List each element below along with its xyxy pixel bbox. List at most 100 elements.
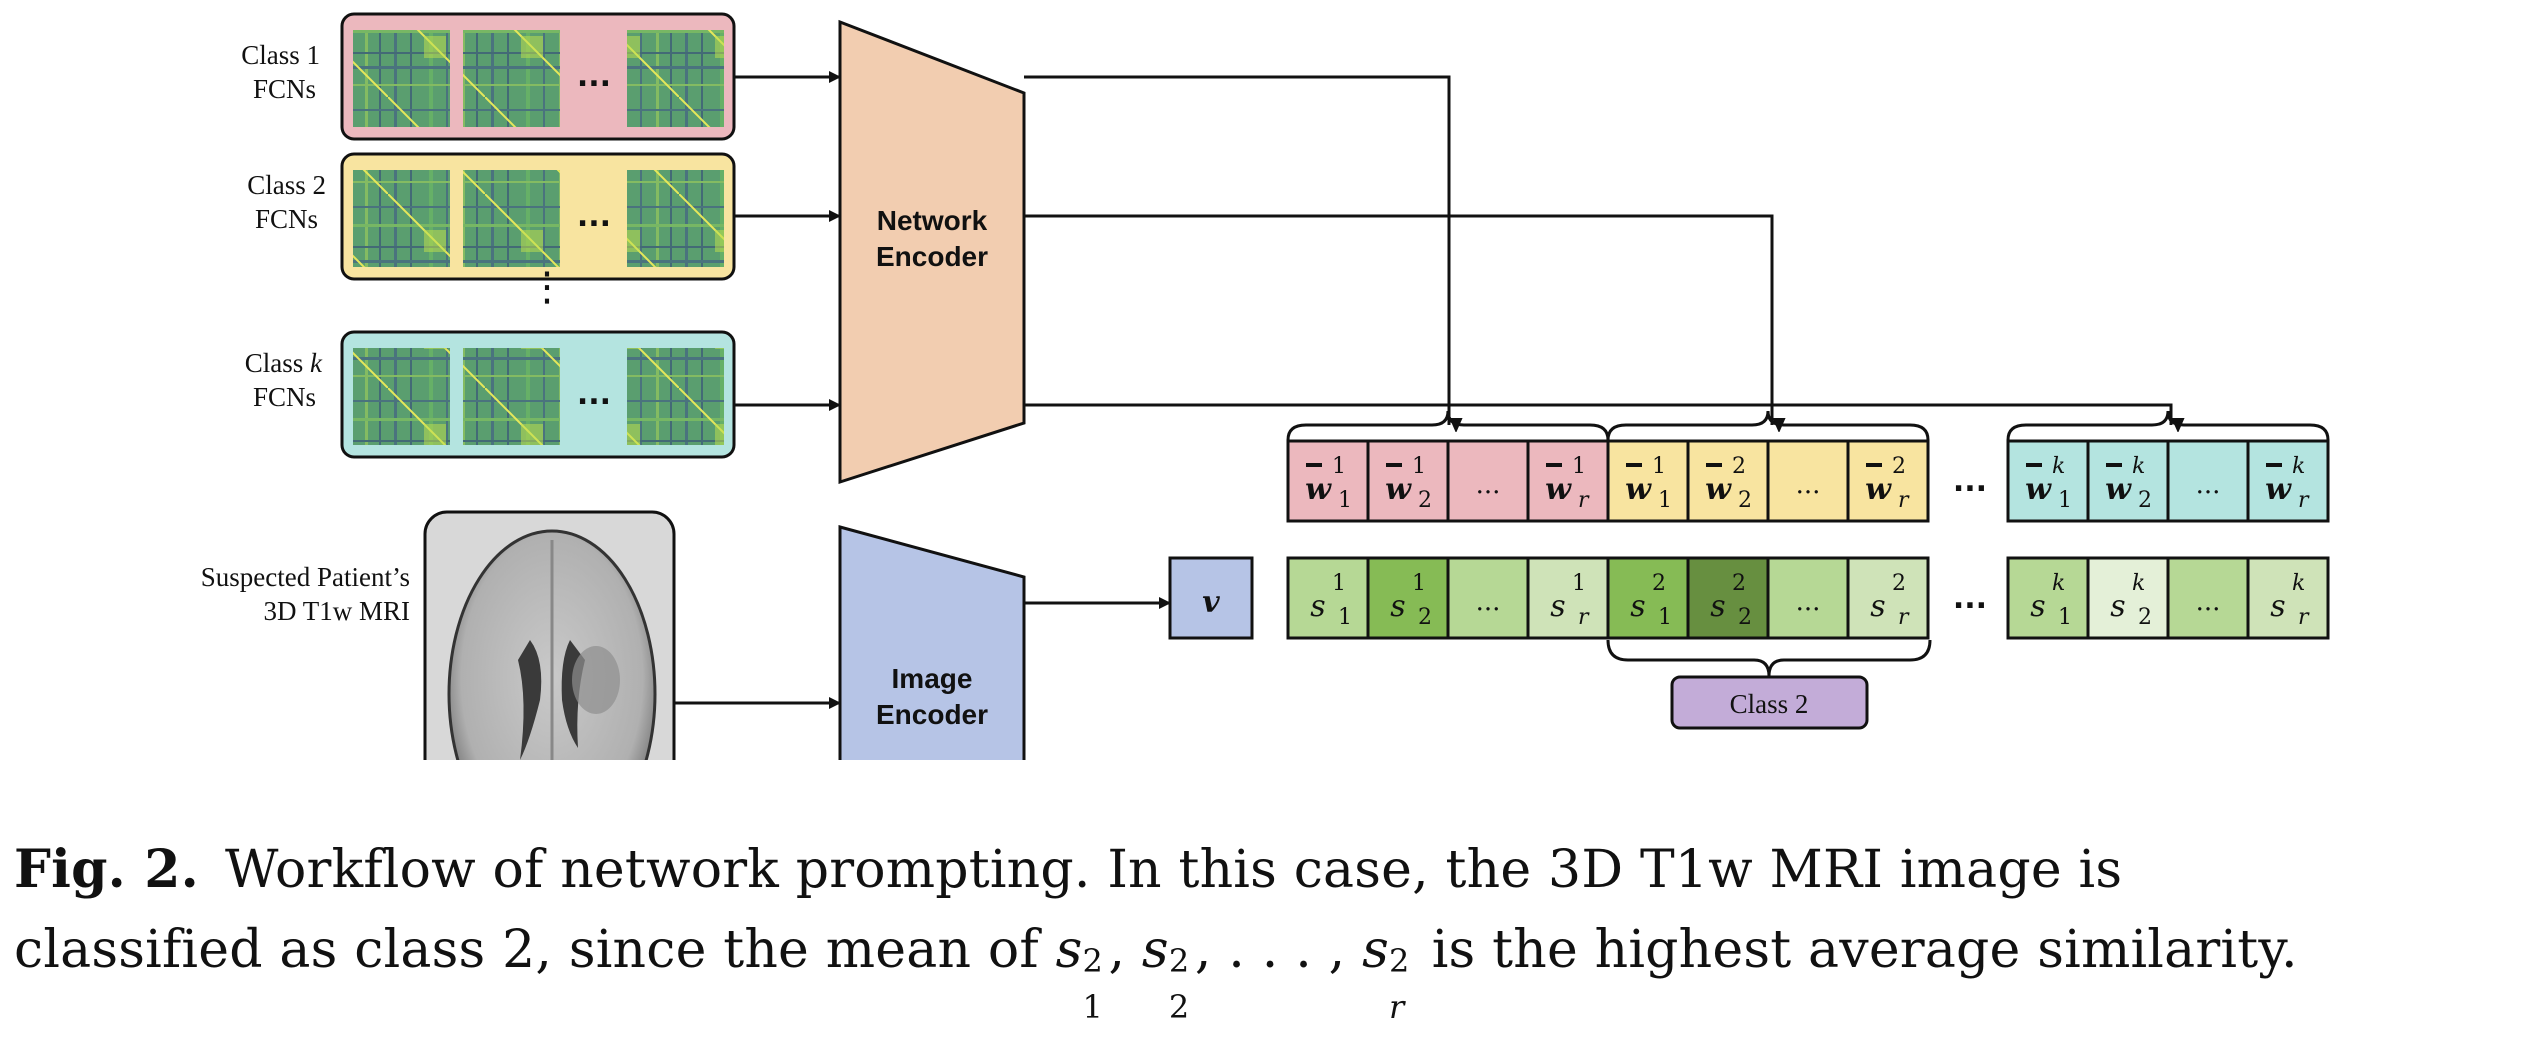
fcn-ellipsis: ...	[577, 59, 611, 94]
mri-image	[423, 510, 676, 760]
superscript: 2	[1732, 454, 1746, 479]
fcn-matrix-thumbnail	[353, 348, 450, 445]
weight-cell: ...	[2166, 439, 2250, 523]
fcn-group-label-k: Class k FCNs	[245, 348, 323, 412]
caption-math-sup: 2	[1082, 942, 1104, 980]
subscript: 1	[1658, 605, 1672, 630]
v-symbol: v	[1202, 585, 1220, 620]
weight-symbol: w	[1705, 472, 1732, 507]
fcn-matrix-thumbnail	[463, 170, 560, 267]
bar-accent	[2026, 463, 2042, 467]
network-encoder-label-1: Network	[877, 205, 988, 236]
similarity-symbol: s	[2270, 589, 2285, 624]
superscript: k	[2292, 454, 2305, 479]
similarity-symbol: s	[2110, 589, 2125, 624]
superscript: 2	[1892, 454, 1906, 479]
bar-accent	[1626, 463, 1642, 467]
similarity-cell: ...	[1766, 556, 1850, 640]
network-encoder-shape	[838, 19, 1026, 485]
arrow-encoder-to-weights-k	[1024, 403, 2171, 425]
superscript: k	[2132, 571, 2145, 596]
fcn-matrix-thumbnail	[627, 170, 724, 267]
arrow-encoder-to-weights-1	[1024, 75, 1449, 425]
caption-math-symbol: s	[1055, 920, 1083, 980]
fcn-label-k: k	[310, 348, 323, 378]
cell-ellipsis: ...	[1796, 587, 1821, 617]
subscript: r	[1578, 488, 1590, 513]
weight-group-bracket	[1606, 410, 1930, 441]
subscript: 2	[1418, 605, 1432, 630]
weight-symbol: w	[1305, 472, 1332, 507]
image-encoder-shape	[838, 525, 1026, 760]
subscript: 1	[1338, 605, 1352, 630]
fcn-group-box-3: ...	[340, 330, 736, 459]
subscript: 2	[2138, 488, 2152, 513]
subscript: 1	[2058, 488, 2072, 513]
fcn-label-fcns: FCNs	[255, 204, 318, 234]
caption-math-sup: 2	[1389, 942, 1410, 980]
caption-text-1: Workflow of network prompting. In this c…	[224, 840, 2123, 900]
similarity-symbol: s	[1630, 589, 1645, 624]
subscript: 2	[1738, 605, 1752, 630]
fcn-label-class: Class 1	[241, 40, 320, 70]
fcn-matrix-thumbnail	[463, 30, 560, 127]
fcn-label-fcns: FCNs	[253, 382, 316, 412]
fcn-matrix-thumbnail	[353, 30, 450, 127]
image-embedding-v: v	[1168, 556, 1254, 640]
v-box	[1168, 556, 1254, 640]
cell-ellipsis: ...	[2196, 470, 2221, 500]
fcn-matrix-thumbnail	[627, 30, 724, 127]
network-prompting-diagram: Class 1 FCNs Class 2 FCNs Class k FCNs .…	[201, 12, 2330, 760]
weight-symbol: w	[1545, 472, 1572, 507]
subscript: r	[2298, 488, 2310, 513]
superscript: 2	[1732, 571, 1746, 596]
caption-math-sup: 2	[1168, 942, 1190, 980]
caption-line-1: Fig. 2.Workflow of network prompting. In…	[14, 830, 2524, 910]
superscript: 1	[1652, 454, 1666, 479]
subscript: r	[1898, 605, 1910, 630]
fcn-group-box-1: ...	[340, 12, 736, 141]
caption-math-separator: , . . . ,	[1194, 920, 1363, 980]
bar-accent	[1306, 463, 1322, 467]
fcn-label-class: Class 2	[247, 170, 326, 200]
fcn-label-class: Class	[245, 348, 310, 378]
similarity-symbol: s	[2030, 589, 2045, 624]
superscript: k	[2052, 571, 2065, 596]
mri-label-line2: 3D T1w MRI	[263, 596, 410, 626]
caption-math-sub: r	[1389, 988, 1405, 1026]
similarity-symbol: s	[1390, 589, 1405, 624]
subscript: r	[2298, 605, 2310, 630]
arrow-encoder-to-weights-2	[1024, 214, 1772, 425]
subscript: 2	[2138, 605, 2152, 630]
class2-bracket	[1606, 639, 1932, 677]
caption-text-2a: classified as class 2, since the mean of	[14, 920, 1056, 980]
similarity-symbol: s	[1550, 589, 1565, 624]
subscript: 2	[1738, 488, 1752, 513]
weight-symbol: w	[1385, 472, 1412, 507]
bar-accent	[1546, 463, 1562, 467]
fcn-ellipsis: ...	[577, 377, 611, 412]
cell-ellipsis: ...	[2196, 587, 2221, 617]
result-label: Class 2	[1730, 689, 1809, 719]
result-class-badge: Class 2	[1670, 675, 1869, 730]
fcn-label-fcns: FCNs	[253, 74, 316, 104]
weight-cell: ...	[1446, 439, 1530, 523]
fcn-group-box-2: ...	[340, 152, 736, 281]
superscript: 2	[1892, 571, 1906, 596]
superscript: 1	[1332, 454, 1346, 479]
caption-math-separator: ,	[1108, 920, 1142, 980]
subscript: 1	[1338, 488, 1352, 513]
